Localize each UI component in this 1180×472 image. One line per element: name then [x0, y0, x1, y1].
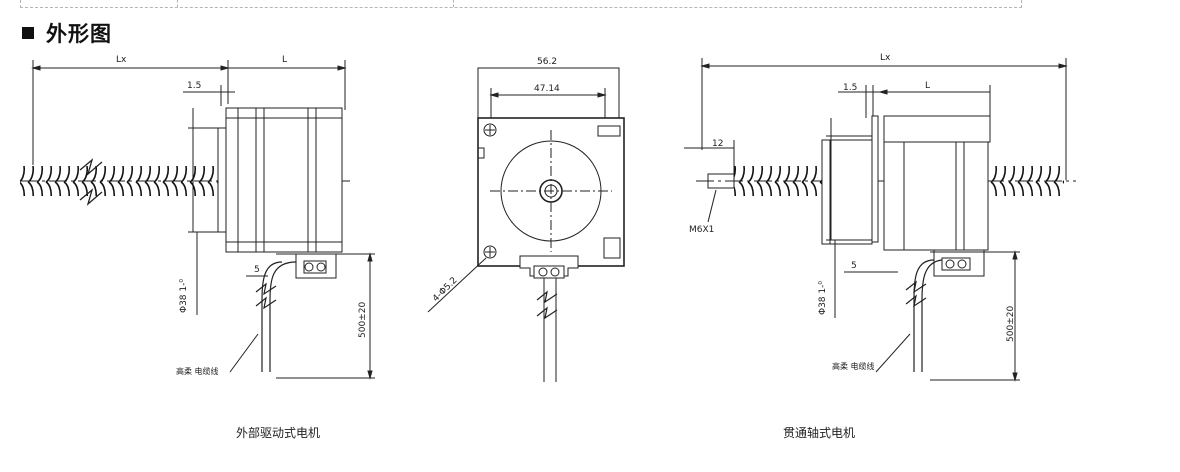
- left-lx-label: Lx: [116, 55, 127, 65]
- left-flange-label: 1.5: [187, 81, 201, 91]
- outer-size-label: 56.2: [537, 57, 557, 67]
- right-boss-label: Φ38 1-⁰: [818, 281, 828, 315]
- left-boss-label: Φ38 1-⁰: [179, 279, 189, 313]
- through-shaft-caption: 贯通轴式电机: [783, 426, 856, 440]
- right-cable-length-label: 500±20: [1006, 306, 1016, 342]
- section-header: 外形图: [22, 18, 112, 48]
- left-cable-length-label: 500±20: [358, 302, 368, 338]
- mount-holes-label: 4-Φ5.2: [431, 276, 460, 305]
- left-cable-label: 高柔 电缆线: [176, 366, 219, 376]
- through-shaft-motor-drawing: [684, 58, 1076, 382]
- right-end-label: 12: [712, 139, 723, 149]
- left-gap-label: 5: [254, 265, 260, 275]
- right-l-label: L: [925, 81, 930, 91]
- left-l-label: L: [282, 55, 287, 65]
- thread-label: M6X1: [689, 225, 714, 235]
- right-flange-label: 1.5: [843, 83, 857, 93]
- section-title: 外形图: [46, 22, 112, 46]
- right-gap-label: 5: [851, 261, 857, 271]
- right-lx-label: Lx: [880, 53, 891, 63]
- table-bottom-border: [20, 0, 1022, 8]
- hole-pitch-label: 47.14: [534, 84, 560, 94]
- square-bullet-icon: [22, 27, 34, 39]
- right-cable-label: 高柔 电缆线: [832, 361, 875, 371]
- external-drive-motor-drawing: [20, 60, 375, 380]
- front-view-drawing: [427, 67, 625, 382]
- external-drive-caption: 外部驱动式电机: [236, 426, 321, 440]
